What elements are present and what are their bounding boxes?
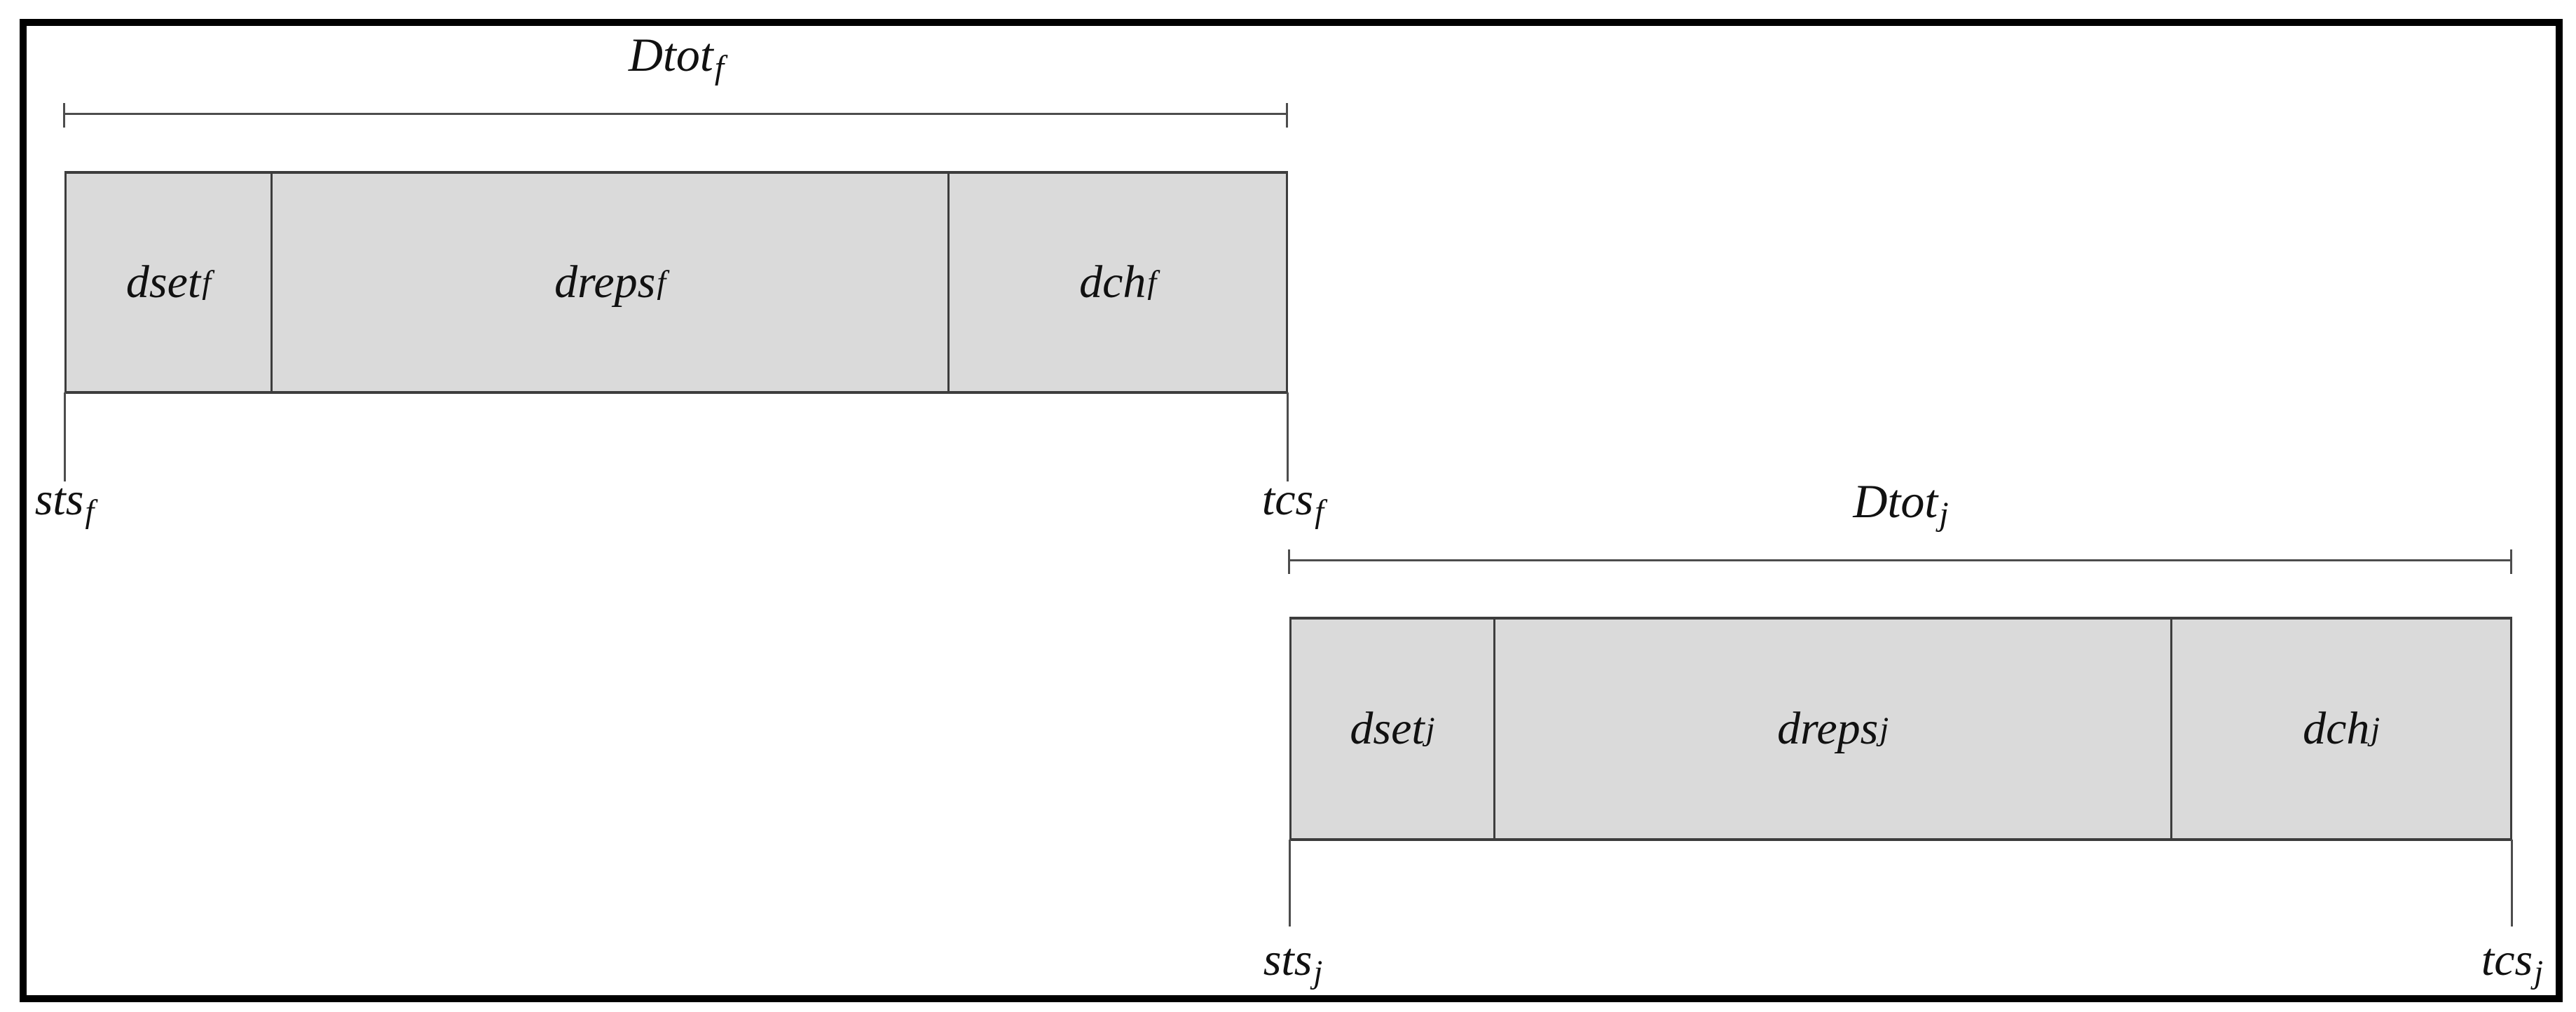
figure-frame xyxy=(20,19,2563,1002)
end-time-subscript-f: f xyxy=(1315,493,1324,530)
end-time-subscript-j: j xyxy=(2534,954,2544,990)
total-bracket-tick-left-f xyxy=(63,103,65,128)
segment-label: dreps xyxy=(554,257,656,308)
end-time-tick-j xyxy=(2511,840,2513,926)
segment-label-subscript: f xyxy=(202,264,212,300)
total-bracket-line-j xyxy=(1289,559,2512,561)
total-duration-base-f: Dtot xyxy=(628,28,713,81)
end-time-tick-f xyxy=(1287,392,1289,481)
segment-label-subscript: f xyxy=(657,264,666,300)
segment-label: dch xyxy=(1079,257,1146,308)
start-time-subscript-f: f xyxy=(85,493,95,530)
total-duration-label-f: Dtotf xyxy=(64,31,1288,86)
total-bracket-tick-right-j xyxy=(2510,549,2512,574)
total-bracket-line-f xyxy=(64,113,1288,115)
segment-label-subscript: f xyxy=(1147,264,1157,300)
start-time-tick-j xyxy=(1289,840,1291,926)
total-bracket-tick-right-f xyxy=(1286,103,1288,128)
start-time-tick-f xyxy=(64,392,66,481)
segment-label-subscript: j xyxy=(1879,710,1889,746)
segment-label: dreps xyxy=(1777,703,1879,754)
total-duration-subscript-f: f xyxy=(714,50,725,87)
start-time-base-f: sts xyxy=(34,474,84,525)
segment-label: dset xyxy=(1350,703,1425,754)
end-time-base-j: tcs xyxy=(2481,934,2533,985)
start-time-label-f: stsf xyxy=(35,477,95,528)
start-time-base-j: sts xyxy=(1263,934,1313,985)
segment-label: dset xyxy=(125,257,201,308)
total-bracket-tick-left-j xyxy=(1288,549,1290,574)
total-duration-subscript-j: j xyxy=(1939,496,1949,533)
total-duration-label-j: Dtotj xyxy=(1289,477,2512,532)
segment-label: dch xyxy=(2303,703,2370,754)
end-time-base-f: tcs xyxy=(1261,474,1314,525)
start-time-label-j: stsj xyxy=(1263,937,1323,988)
segment-label-subscript: j xyxy=(2371,710,2380,746)
total-duration-base-j: Dtot xyxy=(1853,474,1938,528)
segment-label-subscript: j xyxy=(1425,710,1435,746)
start-time-subscript-j: j xyxy=(1313,954,1323,990)
end-time-label-j: tcsj xyxy=(2481,937,2543,988)
end-time-label-f: tcsf xyxy=(1262,477,1324,528)
